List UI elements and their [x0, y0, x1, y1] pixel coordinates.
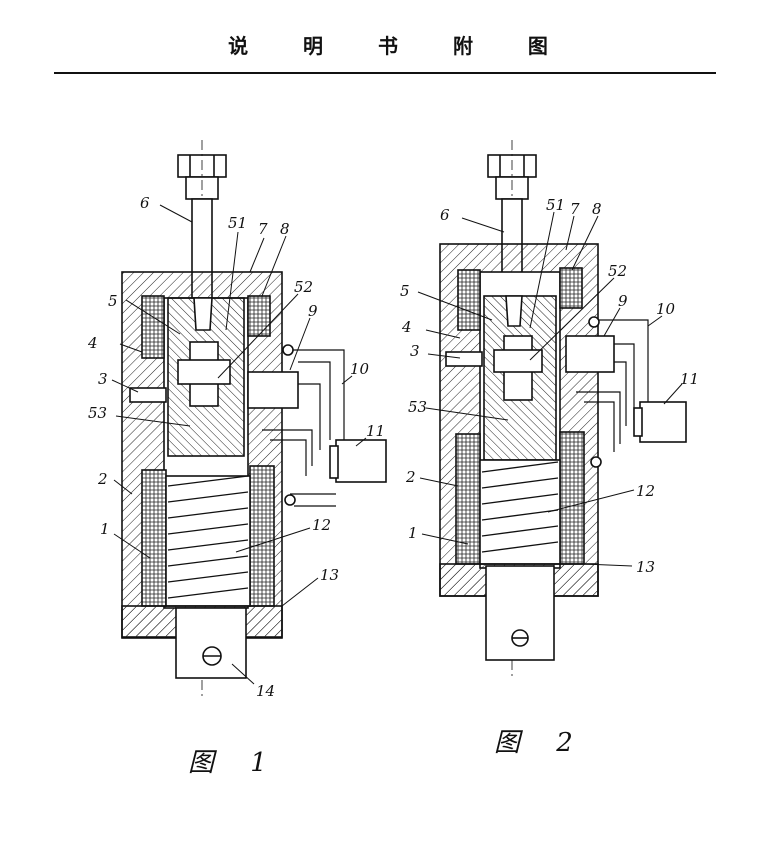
label-12: 12	[312, 516, 331, 534]
label-2: 2	[97, 470, 108, 488]
connector-11	[335, 439, 387, 483]
label-13-fig2: 13	[636, 558, 655, 576]
label-1: 1	[100, 520, 110, 538]
header-rule	[54, 72, 716, 74]
label-3-fig2: 3	[410, 342, 420, 360]
label-5-fig2: 5	[400, 282, 410, 300]
label-12-fig2: 12	[636, 482, 655, 500]
label-11-fig2: 11	[680, 370, 699, 388]
label-2-fig2: 2	[405, 468, 416, 486]
label-5: 5	[108, 292, 118, 310]
label-52-fig2: 52	[608, 262, 627, 280]
label-6: 6	[140, 194, 150, 212]
coil-lower-right	[249, 465, 275, 607]
label-13: 13	[320, 566, 339, 584]
label-6-fig2: 6	[440, 206, 450, 224]
figure-1-caption: 图 1	[188, 748, 281, 778]
label-8-fig2: 8	[592, 200, 602, 218]
figure-1	[111, 140, 387, 700]
pin-3	[129, 387, 167, 403]
label-4-fig2: 4	[401, 318, 412, 336]
label-3: 3	[98, 370, 108, 388]
label-14: 14	[256, 682, 275, 700]
label-8: 8	[280, 220, 290, 238]
label-7-fig2: 7	[570, 200, 580, 218]
sensor-9-fig2	[565, 335, 615, 373]
spring-12-fig2	[479, 459, 561, 565]
label-9: 9	[308, 302, 318, 320]
connector-11-fig2	[639, 401, 687, 443]
label-11: 11	[366, 422, 385, 440]
label-10-fig2: 10	[656, 300, 676, 318]
page-header: 说 明 书 附 图	[228, 34, 572, 58]
label-51: 51	[228, 214, 247, 232]
label-7: 7	[258, 220, 268, 238]
label-52: 52	[294, 278, 313, 296]
label-10: 10	[350, 360, 370, 378]
coil-upper-left	[141, 295, 165, 359]
sensor-9	[247, 371, 299, 409]
label-53-fig2: 53	[408, 398, 427, 416]
label-1-fig2: 1	[408, 524, 418, 542]
label-51-fig2: 51	[546, 196, 565, 214]
coil-upper-right	[247, 295, 271, 337]
coil-lower-left	[141, 469, 167, 607]
label-53: 53	[88, 404, 107, 422]
label-4: 4	[87, 334, 98, 352]
figure-2-caption: 图 2	[494, 728, 587, 758]
label-9-fig2: 9	[618, 292, 628, 310]
figure-2	[417, 140, 687, 680]
